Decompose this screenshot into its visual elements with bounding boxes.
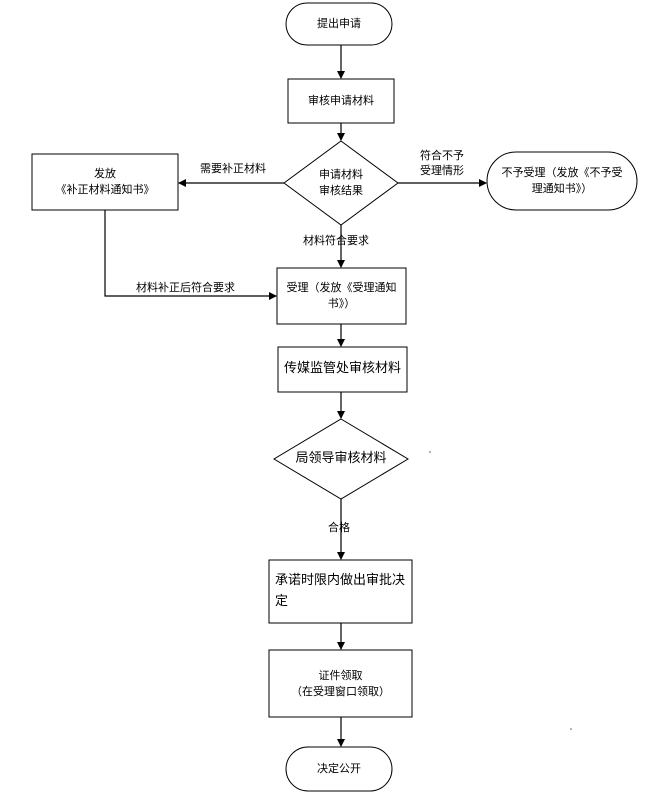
- start-node: 提出申请: [286, 3, 392, 45]
- reject-node-label: 不予受理（发放《不予受理通知书》）: [501, 166, 623, 195]
- review-result-label: 申请材料 审核结果: [319, 168, 363, 197]
- edge-label-supplemented-ok: 材料补正后符合要求: [136, 281, 235, 294]
- decide-in-time-label: 承诺时限内做出审批决定: [275, 572, 406, 609]
- accept-box-shape: [276, 267, 407, 325]
- review-materials-label: 审核申请材料: [308, 94, 374, 108]
- reject-terminal-shape: [486, 151, 638, 211]
- edge-supplement-to-accept: [104, 210, 277, 300]
- decide-in-time-box-shape: [268, 559, 413, 624]
- review-materials-node: 审核申请材料: [288, 79, 394, 123]
- collect-cert-label: 证件领取 （在受理窗口领取）: [291, 668, 390, 698]
- media-review-box-shape: [277, 346, 408, 393]
- public-node-label: 决定公开: [317, 762, 361, 776]
- edge-label-need-supplement: 需要补正材料: [200, 162, 266, 175]
- edge-label-qualified: 合格: [328, 521, 350, 534]
- review-result-decision: 申请材料 审核结果: [296, 162, 386, 204]
- supplement-notice-label: 发放 《补正材料通知书》: [55, 167, 155, 196]
- supplement-notice-node: 发放 《补正材料通知书》: [32, 154, 178, 210]
- edge-label-materials-ok: 材料符合要求: [303, 234, 369, 247]
- accept-node: 受理（发放《受理通知书》）: [277, 268, 406, 324]
- media-review-node: 传媒监管处审核材料: [278, 347, 407, 392]
- accept-node-label: 受理（发放《受理通知书》）: [286, 281, 397, 310]
- start-terminal-shape: [285, 2, 393, 46]
- decide-in-time-node: 承诺时限内做出审批决定: [269, 560, 412, 623]
- edge-label-meets-no-accept: 符合不予 受理情形: [420, 149, 464, 178]
- media-review-label: 传媒监管处审核材料: [283, 361, 401, 377]
- start-node-label: 提出申请: [317, 17, 361, 31]
- reject-node: 不予受理（发放《不予受理通知书》）: [490, 152, 634, 210]
- speck-dot: [570, 728, 572, 730]
- review-materials-box-shape: [287, 78, 395, 124]
- collect-cert-node: 证件领取 （在受理窗口领取）: [269, 650, 412, 717]
- public-node: 决定公开: [286, 747, 392, 791]
- leader-review-decision: 局领导审核材料: [290, 444, 392, 474]
- speck-dot: [429, 451, 431, 453]
- leader-review-label: 局领导审核材料: [295, 450, 387, 466]
- collect-cert-box-shape: [268, 649, 413, 718]
- public-terminal-shape: [285, 746, 393, 792]
